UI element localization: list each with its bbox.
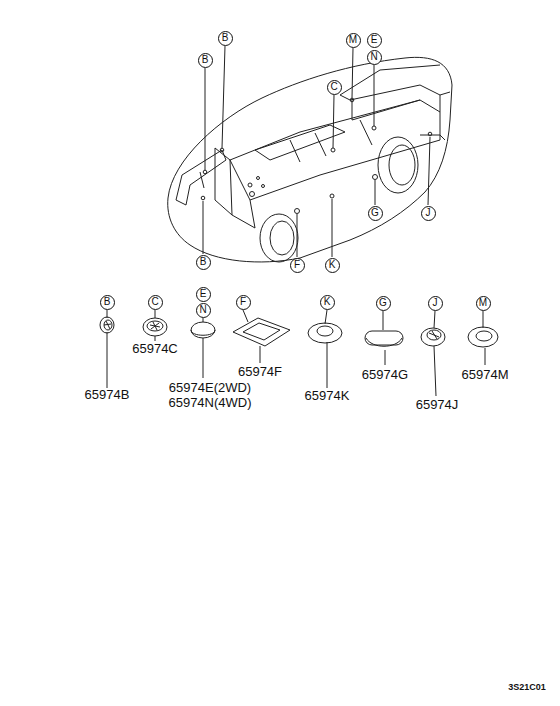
callout-text: K <box>329 260 336 270</box>
callout-text: N <box>199 305 206 315</box>
callout-letter: K <box>320 295 335 310</box>
callout-text: B <box>222 33 229 43</box>
callout-letter: K <box>325 258 340 273</box>
callout-letter: B <box>198 53 213 68</box>
callout-letter: M <box>346 33 361 48</box>
callout-text: G <box>379 298 387 308</box>
body-outline <box>168 57 452 262</box>
callout-letter: B <box>100 295 115 310</box>
callout-text: K <box>324 297 331 307</box>
callout-text: F <box>240 297 246 307</box>
figure-code: 3S21C01 <box>507 683 547 693</box>
crossmember <box>290 120 372 162</box>
callout-text: G <box>371 208 379 218</box>
grommet-k <box>308 323 342 343</box>
callout-letter: M <box>476 296 491 311</box>
callout-letter: B <box>218 31 233 46</box>
floor-panel <box>230 100 440 200</box>
callout-text: M <box>349 35 357 45</box>
callout-text: B <box>104 297 111 307</box>
leader-line <box>107 310 485 396</box>
callout-text: B <box>202 55 209 65</box>
callout-text: F <box>294 260 300 270</box>
rear-wheel <box>378 137 418 193</box>
callout-text: J <box>426 208 431 218</box>
callout-letter: N <box>367 50 382 65</box>
callout-text: J <box>433 298 438 308</box>
front-panel <box>215 148 255 228</box>
part-number: 65974K <box>304 389 351 403</box>
grommet-m <box>468 327 498 347</box>
part-number: 65974F <box>237 365 283 379</box>
callout-letter: B <box>196 255 211 270</box>
callout-letter: C <box>327 80 342 95</box>
callout-letter: G <box>376 296 391 311</box>
grommet-g <box>365 331 403 346</box>
callout-letter: E <box>196 287 211 302</box>
part-number: 65974G <box>361 368 409 382</box>
callout-letter: N <box>196 303 211 318</box>
front-wheel <box>260 214 298 262</box>
callout-text: C <box>330 82 337 92</box>
plug-e-n <box>191 322 215 338</box>
part-number: 65974C <box>131 342 179 356</box>
callout-letter: E <box>367 33 382 48</box>
grommet-j <box>421 328 445 346</box>
grommet-b <box>100 317 114 333</box>
tunnel <box>255 125 345 160</box>
callout-text: B <box>200 257 207 267</box>
callout-letter: G <box>368 206 383 221</box>
grommet-c <box>143 318 167 336</box>
callout-text: E <box>371 35 378 45</box>
rear-panel <box>420 92 450 140</box>
part-number: 65974J <box>415 398 460 412</box>
callout-text: C <box>151 297 158 307</box>
callout-text: E <box>200 289 207 299</box>
callout-text: N <box>370 52 377 62</box>
front-wheel-inner <box>270 221 294 255</box>
callout-letter: C <box>148 295 163 310</box>
part-number: 65974E(2WD) <box>168 381 252 395</box>
plug-holes <box>201 98 432 213</box>
part-number: 65974B <box>84 388 131 402</box>
callout-letter: F <box>290 258 305 273</box>
front-bracket <box>176 150 226 205</box>
part-number: 65974N(4WD) <box>167 396 252 410</box>
rear-wheel-inner <box>389 145 415 185</box>
callout-letter: J <box>428 296 443 311</box>
leader-line <box>203 46 430 257</box>
callout-text: M <box>479 298 487 308</box>
callout-letter: J <box>421 206 436 221</box>
part-number: 65974M <box>461 368 510 382</box>
callout-letter: F <box>236 295 251 310</box>
grommet-f <box>233 318 290 346</box>
rear-floor <box>340 65 440 120</box>
